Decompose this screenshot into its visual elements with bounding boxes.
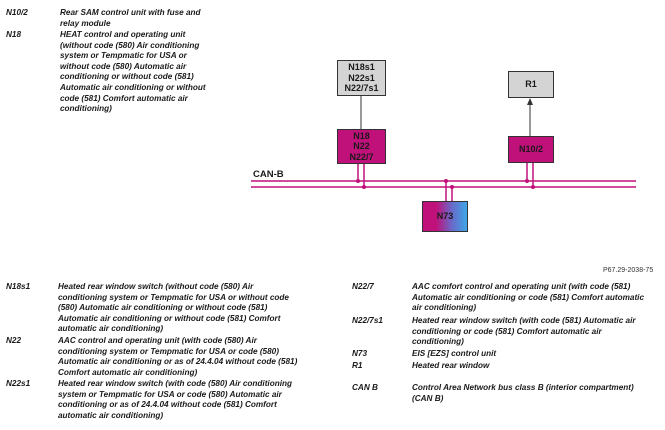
junction-dot: [444, 179, 448, 183]
legend-item-n18: N18 HEAT control and operating unit (wit…: [6, 30, 216, 115]
junction-dot: [450, 185, 454, 189]
legend-code: R1: [352, 361, 363, 370]
arrow-head-r1: [527, 98, 533, 105]
legend-code: N18s1: [6, 282, 31, 291]
legend-desc: Heated rear window: [412, 361, 490, 370]
legend-item-n22s1: N22s1 Heated rear window switch (with co…: [6, 379, 306, 423]
legend-code: N22/7s1: [352, 316, 383, 325]
box-label: N22/7s1: [344, 83, 379, 94]
legend-item-n22-7: N22/7 AAC comfort control and operating …: [352, 282, 652, 316]
box-label: R1: [525, 79, 537, 90]
legend-item-n22-7s1: N22/7s1 Heated rear window switch (with …: [352, 316, 652, 350]
can-b-label: CAN-B: [253, 169, 284, 180]
n73-box: N73: [422, 201, 468, 232]
switch-box: N18s1 N22s1 N22/7s1: [337, 60, 386, 96]
r1-box: R1: [508, 71, 554, 98]
legend-desc: AAC control and operating unit (with cod…: [58, 336, 298, 377]
legend-code: N18: [6, 30, 22, 39]
box-label: N73: [436, 211, 454, 222]
legend-code: N22: [6, 336, 22, 345]
box-label: N22s1: [348, 72, 375, 83]
legend-desc: HEAT control and operating unit (without…: [60, 30, 206, 114]
legend-code: N73: [352, 349, 368, 358]
legend-desc: Rear SAM control unit with fuse and rela…: [60, 8, 201, 28]
junction-dot: [525, 179, 529, 183]
legend-desc: Heated rear window switch (without code …: [58, 282, 289, 334]
control-unit-box: N18 N22 N22/7: [337, 129, 386, 164]
document-reference: P67.29-2038-75: [603, 267, 654, 274]
junction-dot: [362, 185, 366, 189]
box-label: N18s1: [348, 62, 375, 73]
legend-code: CAN B: [352, 383, 378, 392]
legend-item-n73: N73 EIS [EZS] control unit: [352, 349, 652, 361]
box-label: N22: [353, 141, 370, 152]
legend-desc: Heated rear window switch (with code (58…: [412, 316, 636, 347]
legend-code: N10/2: [6, 8, 28, 17]
legend-code: N22/7: [352, 282, 374, 291]
box-label: N22/7: [349, 151, 374, 162]
legend-item-n22: N22 AAC control and operating unit (with…: [6, 336, 306, 380]
box-label: N18: [353, 130, 370, 141]
box-label: N10/2: [518, 144, 544, 155]
legend-item-r1: R1 Heated rear window: [352, 361, 652, 373]
legend-desc: Control Area Network bus class B (interi…: [412, 383, 634, 403]
legend-item-n18s1: N18s1 Heated rear window switch (without…: [6, 282, 306, 334]
n10-2-box: N10/2: [508, 136, 554, 163]
legend-desc: AAC comfort control and operating unit (…: [412, 282, 644, 313]
legend-desc: Heated rear window switch (with code (58…: [58, 379, 292, 420]
junction-dot: [531, 185, 535, 189]
legend-desc: EIS [EZS] control unit: [412, 349, 497, 358]
legend-item-n10-2: N10/2 Rear SAM control unit with fuse an…: [6, 8, 216, 30]
legend-code: N22s1: [6, 379, 31, 388]
legend-item-can-b: CAN B Control Area Network bus class B (…: [352, 383, 652, 407]
junction-dot: [356, 179, 360, 183]
